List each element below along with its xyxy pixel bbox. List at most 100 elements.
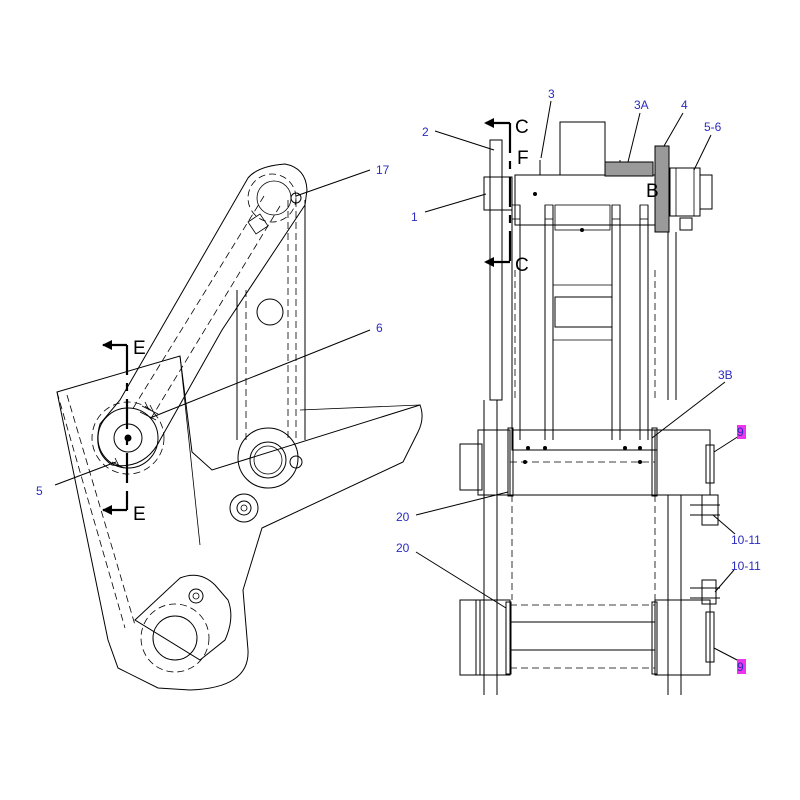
callout-3: 3 [548,87,555,101]
callout-2: 2 [422,125,429,139]
left-side-view: E E [56,163,423,691]
mid-pin-plate-9 [705,444,715,484]
callout-1: 1 [411,210,418,224]
low-pin-right-block [654,599,711,676]
side-plate-notch-4 [639,204,649,220]
side-plate-notch-2 [544,204,554,220]
rod-hole [256,298,284,326]
clevis-dot-1 [533,192,537,196]
frame-top-line [299,404,421,411]
bolt-5-6-nut [699,174,713,210]
callout-3b: 3B [718,368,733,382]
plate-2 [489,139,503,401]
frame-outline [56,355,423,691]
upper-body-dot-3 [623,446,627,450]
link-arm-inner-2 [149,205,281,421]
low-bolt-10-11 [701,579,717,605]
leader-10-11-bottom [714,569,735,593]
leader-9-top [713,435,740,453]
mid-ring-20-r [651,427,658,497]
bolt-5-6-washer [679,217,693,231]
section-label-b: B [646,181,659,202]
mid-pin-left-cap [459,443,483,491]
leader-20-bottom [415,551,507,609]
bolt-5-6 [669,167,701,217]
upper-body [511,429,658,451]
lower-bolt [236,500,252,516]
callout-3a: 3A [634,98,649,112]
section-label-e-bottom: E [133,504,146,525]
clevis-bore [554,204,611,231]
callout-5-6: 5-6 [704,120,722,134]
callout-9-bottom: 9 [737,660,744,674]
leader-2 [434,130,495,151]
low-pin-body [509,621,656,651]
callout-9-bottom-highlight [737,659,746,674]
callout-20-bottom: 20 [396,541,410,555]
upper-body-dot-2 [543,446,547,450]
center-spool [554,296,613,328]
section-label-c-top: C [515,117,529,138]
lower-bolt-inner [240,504,248,512]
upper-pin-outer [247,173,297,223]
frame-edge-2 [66,394,136,626]
link-arm-inner [131,195,265,411]
callout-labels: 17 6 5 2 1 3 3A 4 5-6 3B 9 10-11 20 20 1… [36,87,761,674]
low-pin-plate-9 [705,611,715,663]
mid-bolt-10-11 [701,494,719,526]
section-label-c-bottom: C [515,255,529,276]
plate-1 [483,176,513,211]
leader-1 [424,193,487,213]
low-ring-20-l [505,601,512,675]
leader-3b [651,381,726,439]
plate-4 [654,145,670,233]
upper-pin-lock [247,213,269,235]
lower-mount-pin [152,615,198,661]
upper-pin-bolt [290,192,302,204]
leader-10-11-top [712,514,736,535]
lower-mount-pin-dashed [140,603,210,673]
link-arm [97,163,308,467]
pin-5-lock [139,401,159,421]
upper-body-dot-1 [526,446,530,450]
lower-mount-bolt [188,588,204,604]
upper-pin [256,180,292,216]
upper-body-dot-4 [638,446,642,450]
callout-17: 17 [376,163,390,177]
section-e-bottom-arrow [102,505,112,515]
section-c-bottom-arrow [484,257,494,267]
section-c-top-arrow [484,118,494,128]
callout-6: 6 [376,321,383,335]
callout-20-top: 20 [396,510,410,524]
leader-4 [663,112,684,147]
callout-5: 5 [36,484,43,498]
leader-17 [295,169,371,197]
section-e-top-arrow [102,340,112,350]
leader-20-top [415,491,509,516]
frame-inner-line [179,355,201,546]
middle-pin-ring [249,441,287,479]
section-label-f: F [517,148,529,169]
leader-5 [54,461,117,486]
callout-10-11-top: 10-11 [731,533,761,547]
mid-pin-left-block [477,429,511,496]
side-plate-notch-1 [511,204,521,220]
right-front-view: C C F B [459,117,720,695]
clevis-dot-2 [580,228,584,232]
middle-pin-bolt [289,455,303,469]
low-pin-left-cap [459,599,481,676]
lower-bolt-boss [229,493,259,523]
middle-pin-ring-2 [253,445,283,475]
mid-pin-right-block [654,429,711,496]
leader-6 [149,329,371,419]
lower-mount [134,574,232,661]
section-label-e-top: E [133,338,146,359]
callout-9-top-highlight [737,425,746,439]
low-pin-left-block [475,599,511,676]
callout-9-top: 9 [737,425,744,439]
side-plate-notch-3 [611,204,621,220]
upper-body-dot-6 [638,460,642,464]
frame-edge [56,391,126,629]
lower-mount-bolt-inner [192,592,200,600]
middle-pin-outer [237,427,299,489]
